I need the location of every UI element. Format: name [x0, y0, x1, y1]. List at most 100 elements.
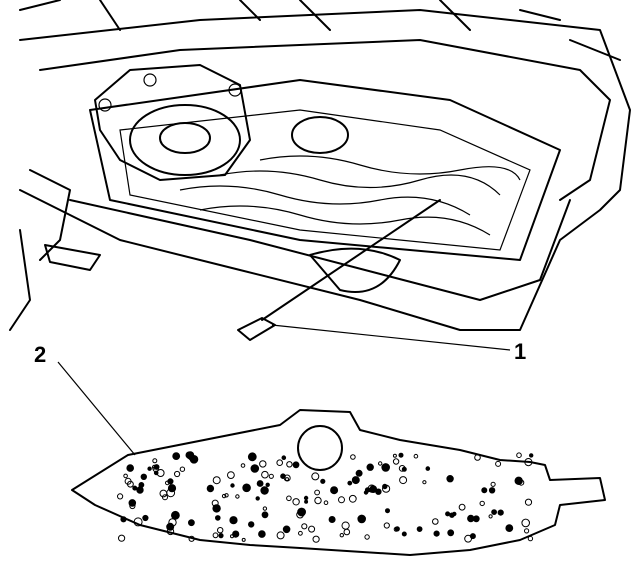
gasket-hole [467, 514, 475, 523]
gasket-hole [247, 452, 257, 462]
gasket-hole [433, 530, 440, 537]
gasket-hole [276, 531, 285, 540]
gasket-hole [425, 466, 431, 471]
gasket-hole [260, 486, 269, 495]
gasket-hole [232, 530, 240, 538]
gasket-hole [292, 461, 300, 469]
gasket-hole [255, 496, 260, 501]
gasket-hole [401, 466, 407, 472]
gasket-hole [474, 454, 481, 461]
gasket-hole [283, 474, 291, 482]
gasket-plate [71, 409, 606, 556]
gasket-hole [167, 478, 174, 485]
gasket-hole [330, 486, 339, 495]
gasket-hole [314, 496, 322, 505]
gasket-hole [479, 500, 485, 507]
valve-body-channels [9, 155, 521, 331]
gasket-hole [258, 530, 266, 538]
gasket-hole [151, 464, 157, 470]
gasket-hole [363, 490, 369, 495]
gasket-hole [286, 495, 292, 502]
gasket-hole [126, 480, 134, 488]
gasket-hole [488, 487, 496, 494]
gasket-hole [215, 515, 221, 521]
gasket-hole [142, 514, 149, 522]
gasket-hole [212, 532, 219, 539]
gasket-hole [166, 522, 175, 531]
gasket-hole [229, 516, 238, 525]
gasket-hole [350, 454, 356, 460]
gasket-hole [351, 476, 360, 485]
gasket-hole [312, 535, 320, 543]
gasket-hole [132, 485, 138, 491]
callout-2-label: 2 [34, 342, 46, 367]
gasket-hole [529, 453, 534, 458]
gasket-hole [211, 499, 219, 507]
gasket-hole [339, 533, 344, 538]
gasket-hole [469, 533, 476, 540]
gasket-hole [259, 460, 267, 468]
gasket-hole [392, 453, 397, 458]
gasket-hole [123, 473, 128, 479]
gasket-hole [286, 461, 293, 468]
gasket-hole [174, 470, 181, 478]
gasket-hole [179, 466, 186, 472]
gasket-hole [261, 511, 269, 519]
gasket-hole [221, 493, 227, 499]
gasket-hole [262, 506, 268, 511]
gasket-hole [527, 535, 534, 542]
gasket-hole [364, 534, 370, 540]
gasket-hole [241, 537, 246, 542]
gasket-hole [268, 473, 274, 479]
gasket-hole [521, 518, 531, 528]
gasket-hole [393, 526, 399, 532]
gasket-hole [303, 495, 309, 501]
gasket-hole [206, 484, 215, 493]
gasket-hole [167, 484, 177, 493]
gasket-hole [117, 493, 124, 500]
gasket-hole [281, 455, 287, 461]
gasket-hole [156, 469, 165, 477]
gasket-hole [172, 452, 181, 461]
gasket-hole [399, 476, 408, 485]
gasket-hole [285, 477, 289, 482]
gasket-hole [347, 480, 353, 486]
gasket-hole [152, 458, 158, 464]
accumulator-housing [94, 64, 349, 181]
gasket-hole [265, 482, 270, 487]
gasket-hole [392, 458, 400, 465]
gasket-hole [159, 489, 168, 498]
callout-1-leader [271, 324, 511, 351]
gasket-hole [292, 498, 300, 506]
callout-1-label: 1 [514, 339, 526, 364]
gasket-hole [383, 522, 390, 529]
gasket-hole [296, 510, 305, 519]
gasket-hole [301, 523, 308, 530]
gasket-hole [140, 473, 148, 480]
gasket-hole [422, 480, 427, 485]
gasket-hole [250, 464, 260, 473]
gasket-hole [497, 509, 504, 516]
gasket-hole [242, 483, 251, 493]
gasket-hole [381, 463, 391, 472]
gasket-hole [447, 529, 455, 537]
gasket-hole [186, 451, 195, 460]
gasket-hole [385, 508, 390, 514]
gasket-hole [188, 519, 195, 527]
gasket-hole [491, 509, 498, 515]
gasket-hole [212, 476, 221, 485]
gasket-hole [323, 500, 329, 506]
gasket-hole [314, 489, 321, 496]
gasket-hole [133, 517, 143, 527]
gasket-hole [524, 528, 530, 534]
gasket-hole [227, 471, 235, 480]
callout-2-leader [57, 361, 136, 456]
transmission-case [19, 0, 631, 331]
gasket-hole [488, 514, 493, 519]
gasket-hole [298, 530, 303, 536]
gasket-hole [235, 494, 240, 499]
gasket-hole [147, 466, 152, 471]
gasket-hole [490, 481, 496, 487]
gasket-hole [126, 464, 134, 472]
gasket-hole [432, 518, 439, 525]
